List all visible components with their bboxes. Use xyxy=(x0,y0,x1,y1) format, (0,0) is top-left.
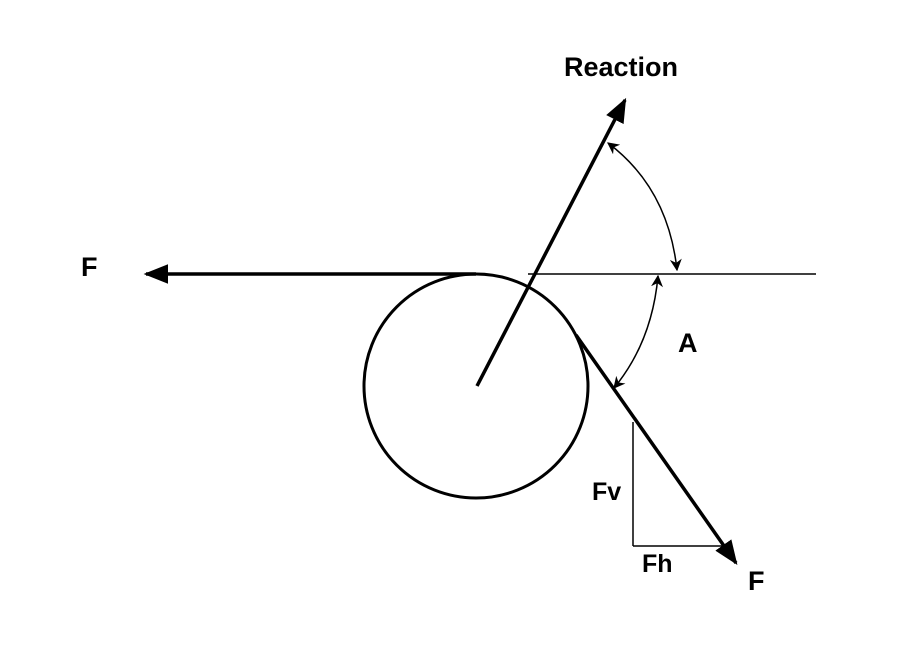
reaction-angle-arc xyxy=(607,142,682,272)
pulley-circle xyxy=(362,272,590,500)
angle-a-label: A xyxy=(678,328,698,358)
right-force-arrow xyxy=(574,333,738,566)
right-force-label: F xyxy=(748,566,765,596)
angle-a-arc xyxy=(613,274,663,389)
reaction-label: Reaction xyxy=(564,52,678,82)
vertical-component-label: Fv xyxy=(592,478,621,506)
reaction-arrow xyxy=(475,97,627,387)
left-force-label: F xyxy=(81,252,98,282)
horizontal-component-label: Fh xyxy=(642,550,673,578)
